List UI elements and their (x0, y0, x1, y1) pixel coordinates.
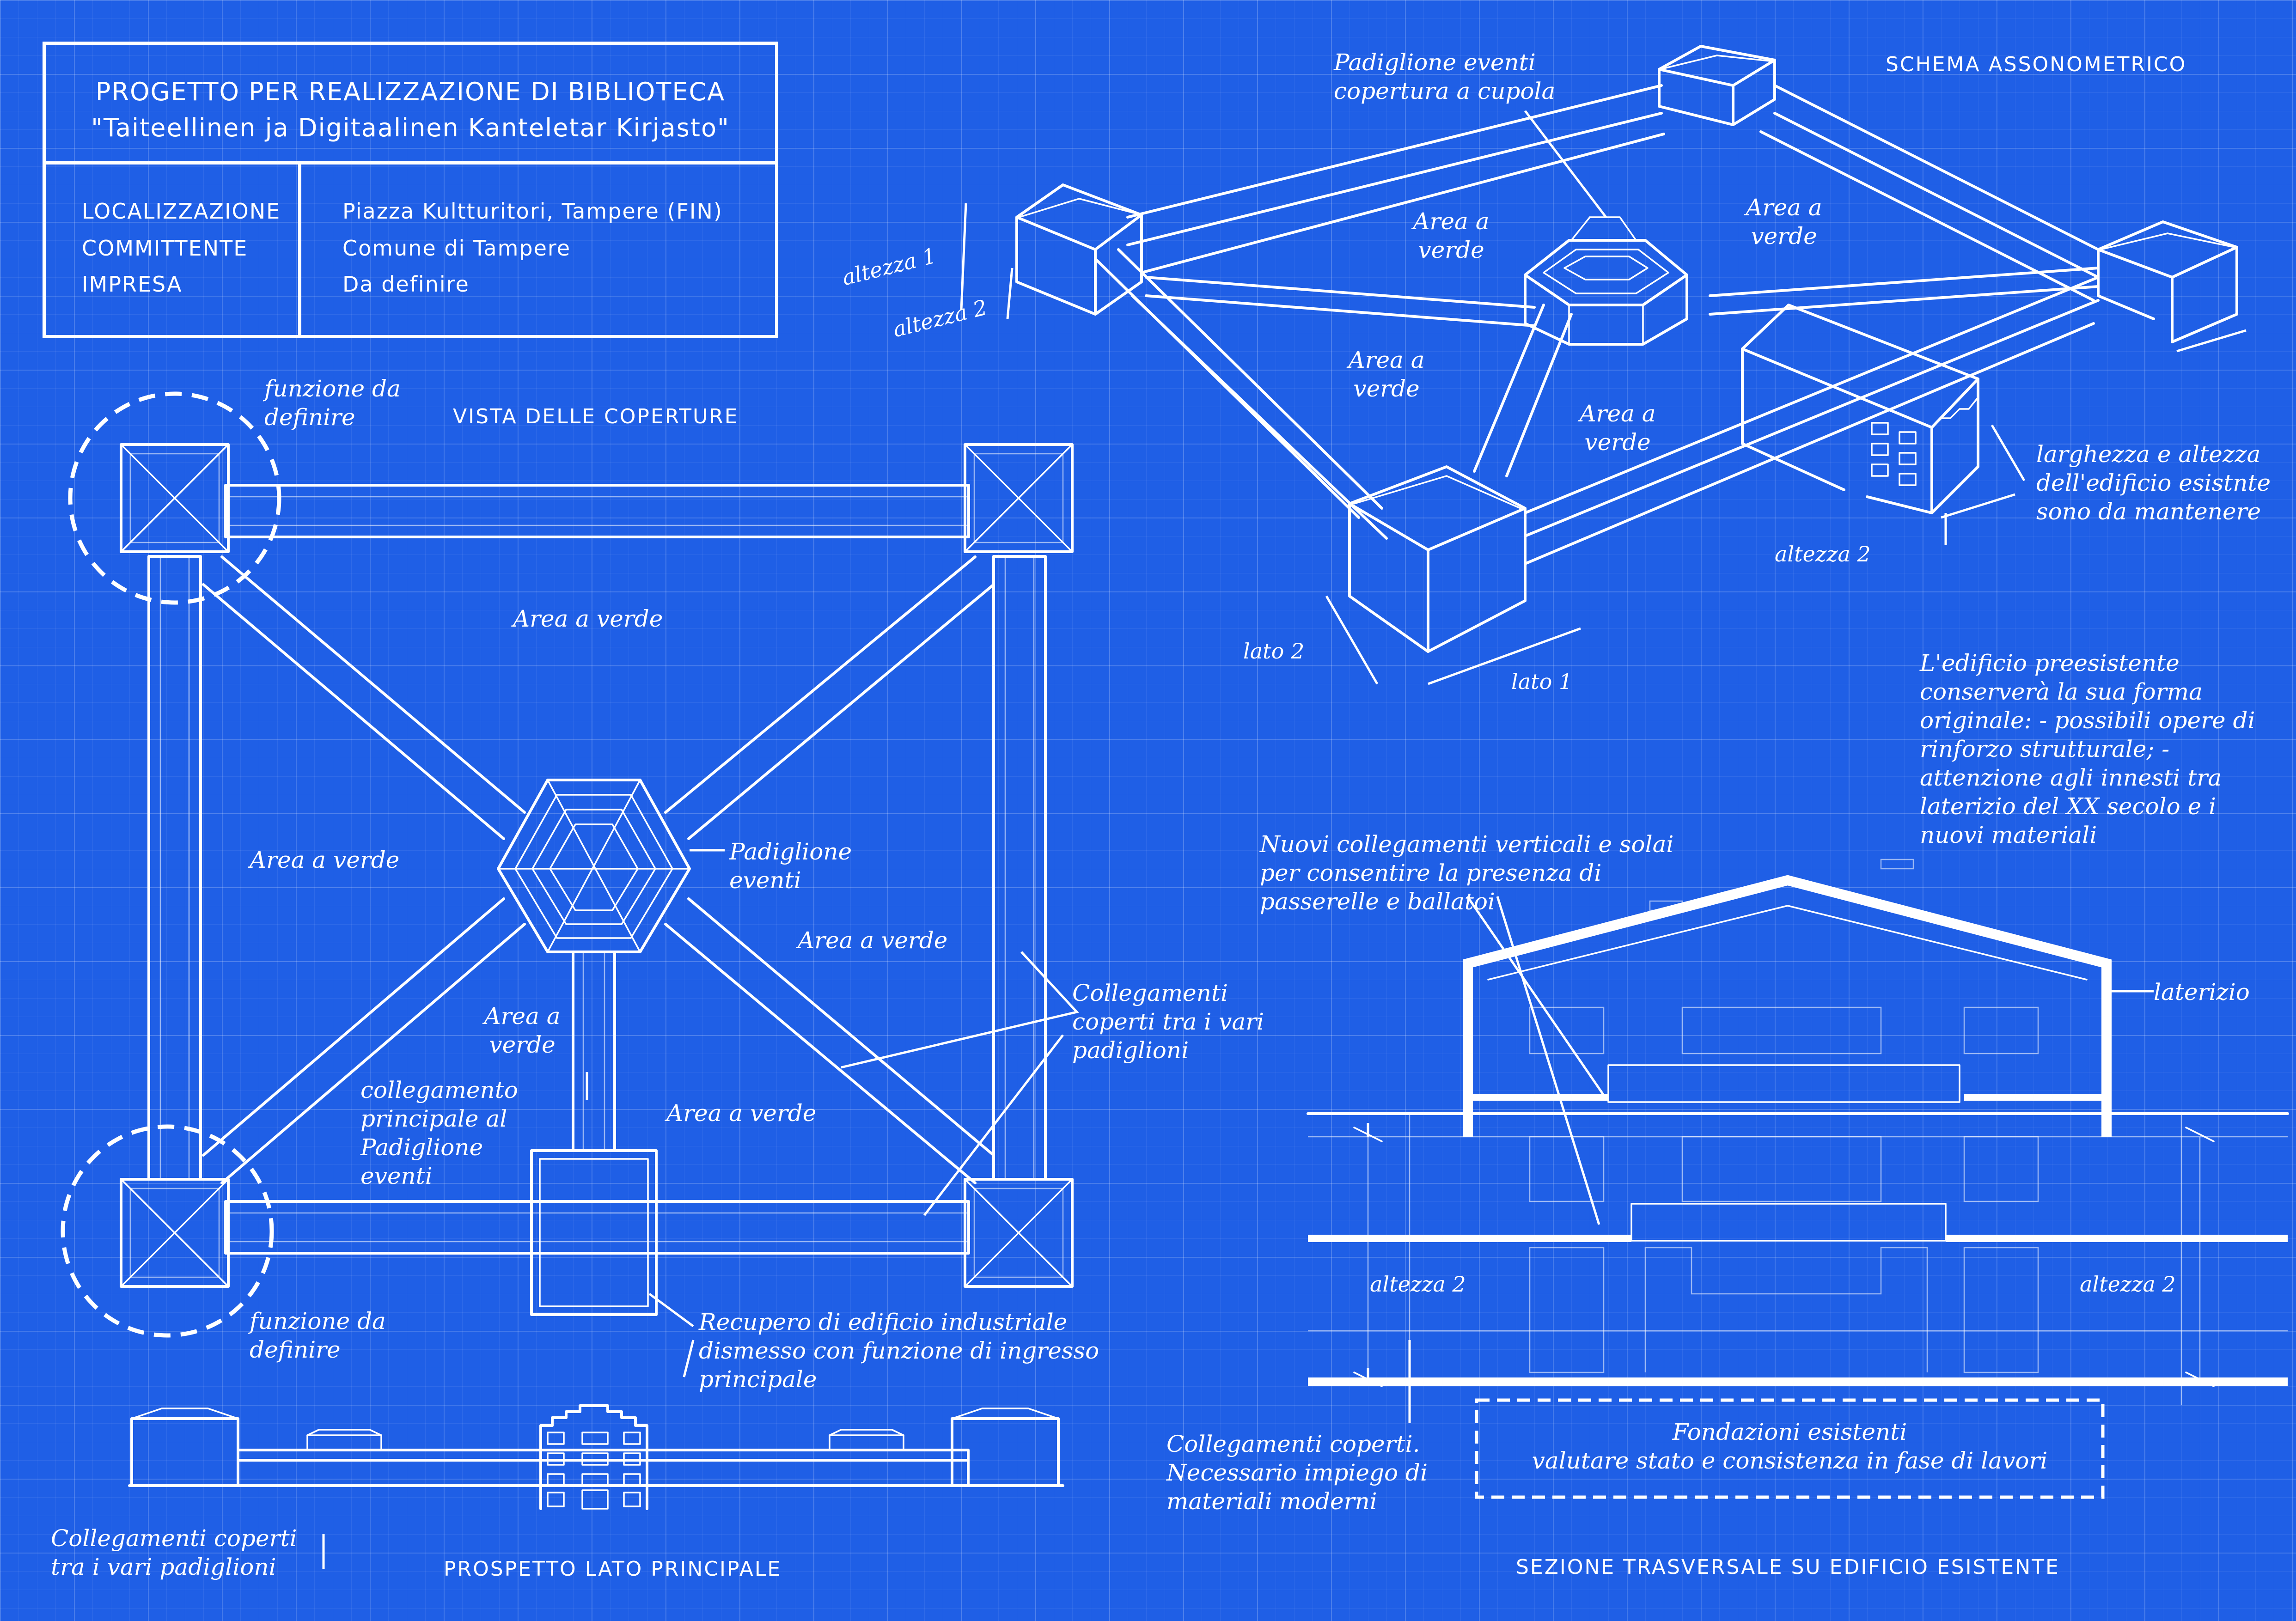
view-label-elevation: PROSPETTO LATO PRINCIPALE (444, 1557, 782, 1581)
note-green-axon-a: Area a verde (1413, 208, 1490, 263)
note-function-bottom: funzione da definire (250, 1308, 386, 1363)
note-covered-links-plan: Collegamenti coperti tra i vari padiglio… (1072, 980, 1264, 1064)
note-recovery: Recupero di edificio industriale dismess… (699, 1309, 1099, 1393)
note-pavilion: Padiglione eventi (729, 838, 852, 894)
existing-building-plan (530, 1149, 658, 1316)
row-label-client: COMMITTENTE (82, 236, 248, 261)
note-pavilion-dome: Padiglione eventi copertura a cupola (1334, 49, 1556, 104)
axon-existing-building (1741, 304, 1979, 514)
note-section-covered-links: Collegamenti coperti. Necessario impiego… (1166, 1431, 1428, 1515)
axon-pavilion-bottom (1348, 465, 1527, 653)
corridor-bottom (224, 1200, 970, 1255)
row-value-location: Piazza Kultturitori, Tampere (FIN) (342, 199, 723, 224)
row-label-contractor: IMPRESA (82, 272, 183, 297)
diagonal-corridors (202, 555, 995, 1184)
axon-corridors (1094, 84, 2100, 565)
row-value-client: Comune di Tampere (342, 236, 571, 261)
note-green-right: Area a verde (798, 927, 948, 954)
note-preservation: L'edificio preesistente conserverà la su… (1920, 650, 2255, 848)
note-covered-links-elevation: Collegamenti coperti tra i vari padiglio… (51, 1525, 297, 1580)
note-brick: laterizio (2154, 979, 2250, 1006)
front-elevation (128, 1404, 1064, 1569)
note-green-top: Area a verde (513, 605, 663, 632)
cross-section (1307, 859, 2289, 1499)
axon-pavilion-right (2097, 220, 2238, 343)
roof-plan (61, 391, 1079, 1377)
note-main-link: collegamento principale al Padiglione ev… (360, 1077, 518, 1189)
note-green-bottom: Area a verde (666, 1100, 817, 1127)
pavilion-bottom-right (964, 1178, 1074, 1288)
title-block: PROGETTO PER REALIZZAZIONE DI BIBLIOTECA… (43, 42, 778, 338)
axon-dome-pavilion (1524, 216, 1688, 346)
note-green-left: Area a verde (250, 847, 400, 873)
note-foundations-2: valutare stato e consistenza in fase di … (1532, 1447, 2048, 1474)
note-side-2: lato 2 (1243, 639, 1305, 664)
note-side-1: lato 1 (1511, 669, 1573, 694)
view-label-roof: VISTA DELLE COPERTURE (453, 405, 739, 428)
title-block-column-divider (298, 161, 301, 335)
view-label-axon: SCHEMA ASSONOMETRICO (1886, 53, 2187, 76)
row-value-contractor: Da definire (342, 272, 470, 297)
function-circle-top (68, 391, 281, 605)
axon-pavilion-top (1658, 45, 1776, 126)
note-section-height-right: altezza 2 (2080, 1272, 2176, 1297)
pavilion-bottom-left (120, 1178, 230, 1288)
corridor-left (147, 555, 202, 1181)
note-section-height-left: altezza 2 (1370, 1272, 1466, 1297)
note-foundations-1: Fondazioni esistenti (1672, 1419, 1907, 1445)
row-label-location: LOCALIZZAZIONE (82, 199, 281, 224)
axon-pavilion-left (1015, 183, 1143, 316)
foundation-note-box (1475, 1398, 2105, 1499)
note-green-axon-d: Area a verde (1579, 400, 1656, 456)
corridor-right (992, 555, 1047, 1181)
note-height-2-right: altezza 2 (1775, 542, 1871, 567)
corridor-top (224, 484, 970, 538)
note-new-links: Nuovi collegamenti verticali e solai per… (1260, 831, 1674, 915)
pavilion-top-left (120, 443, 230, 553)
note-green-center: Area a verde (484, 1003, 561, 1058)
corridor-main-link (572, 951, 616, 1152)
note-green-axon-b: Area a verde (1746, 194, 1822, 250)
note-green-axon-c: Area a verde (1348, 347, 1425, 402)
view-label-section: SEZIONE TRASVERSALE SU EDIFICIO ESISTENT… (1516, 1555, 2060, 1579)
title-block-divider (46, 161, 775, 165)
roof-plan-leaders (586, 849, 1079, 1377)
note-existing-dims: larghezza e altezza dell'edificio esistn… (2036, 441, 2271, 525)
axon-dimensions (960, 110, 2247, 685)
project-subtitle: "Taiteellinen ja Digitaalinen Kanteletar… (91, 113, 730, 142)
note-function-top: funzione da definire (264, 375, 401, 431)
axonometric-view (960, 45, 2247, 685)
function-circle-bottom (61, 1124, 274, 1338)
pavilion-top-right (964, 443, 1074, 553)
event-pavilion-hexagon (497, 779, 691, 953)
project-title: PROGETTO PER REALIZZAZIONE DI BIBLIOTECA (95, 77, 726, 106)
